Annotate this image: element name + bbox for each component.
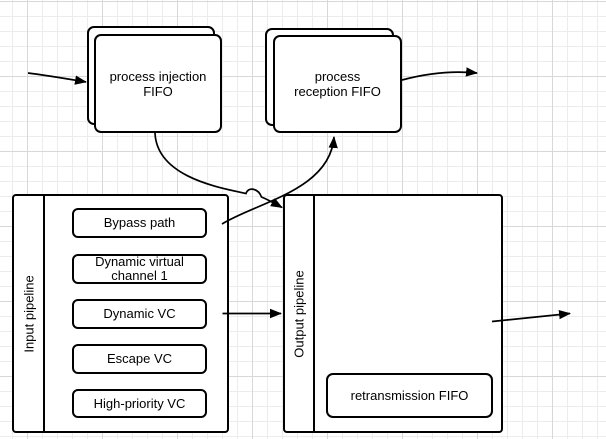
retransmission-fifo-label: retransmission FIFO [350, 387, 469, 403]
input-pipeline-divider [43, 196, 45, 431]
channel-high-priority-vc-label: High-priority VC [93, 395, 186, 411]
channel-high-priority-vc[interactable]: High-priority VC [72, 389, 207, 418]
edge-reception-fifo-to-external[interactable] [401, 67, 478, 81]
retransmission-fifo-node[interactable]: retransmission FIFO [326, 373, 493, 418]
edge-output-pipeline-to-external[interactable] [491, 309, 571, 323]
injection-fifo-node[interactable]: process injection FIFO [94, 34, 222, 133]
channel-bypass-path-label: Bypass path [103, 215, 176, 230]
channel-dynamic-virtual-1-line1: Dynamic virtual [95, 254, 184, 269]
output-pipeline-divider [313, 196, 315, 431]
channel-dynamic-vc-label: Dynamic VC [103, 306, 176, 321]
channel-dynamic-virtual-1[interactable]: Dynamic virtual channel 1 [72, 254, 207, 284]
reception-fifo-label-line1: process [314, 69, 361, 84]
channel-escape-vc-label: Escape VC [106, 351, 173, 366]
channel-dynamic-vc[interactable]: Dynamic VC [72, 299, 207, 329]
channel-dynamic-virtual-1-line2: channel 1 [111, 268, 168, 283]
channel-bypass-path[interactable]: Bypass path [72, 208, 207, 238]
injection-fifo-label-line2: FIFO [143, 83, 173, 99]
edge-external-to-injection-fifo[interactable] [27, 72, 87, 85]
edge-injection-fifo-to-output-pipeline[interactable] [154, 132, 283, 209]
edge-input-pipeline-to-reception-fifo[interactable] [221, 136, 338, 225]
reception-fifo-node[interactable]: process reception FIFO [273, 35, 402, 133]
reception-fifo-label-line2: reception FIFO [294, 84, 381, 99]
injection-fifo-label-line1: process injection [109, 68, 207, 84]
channel-escape-vc[interactable]: Escape VC [72, 344, 207, 374]
